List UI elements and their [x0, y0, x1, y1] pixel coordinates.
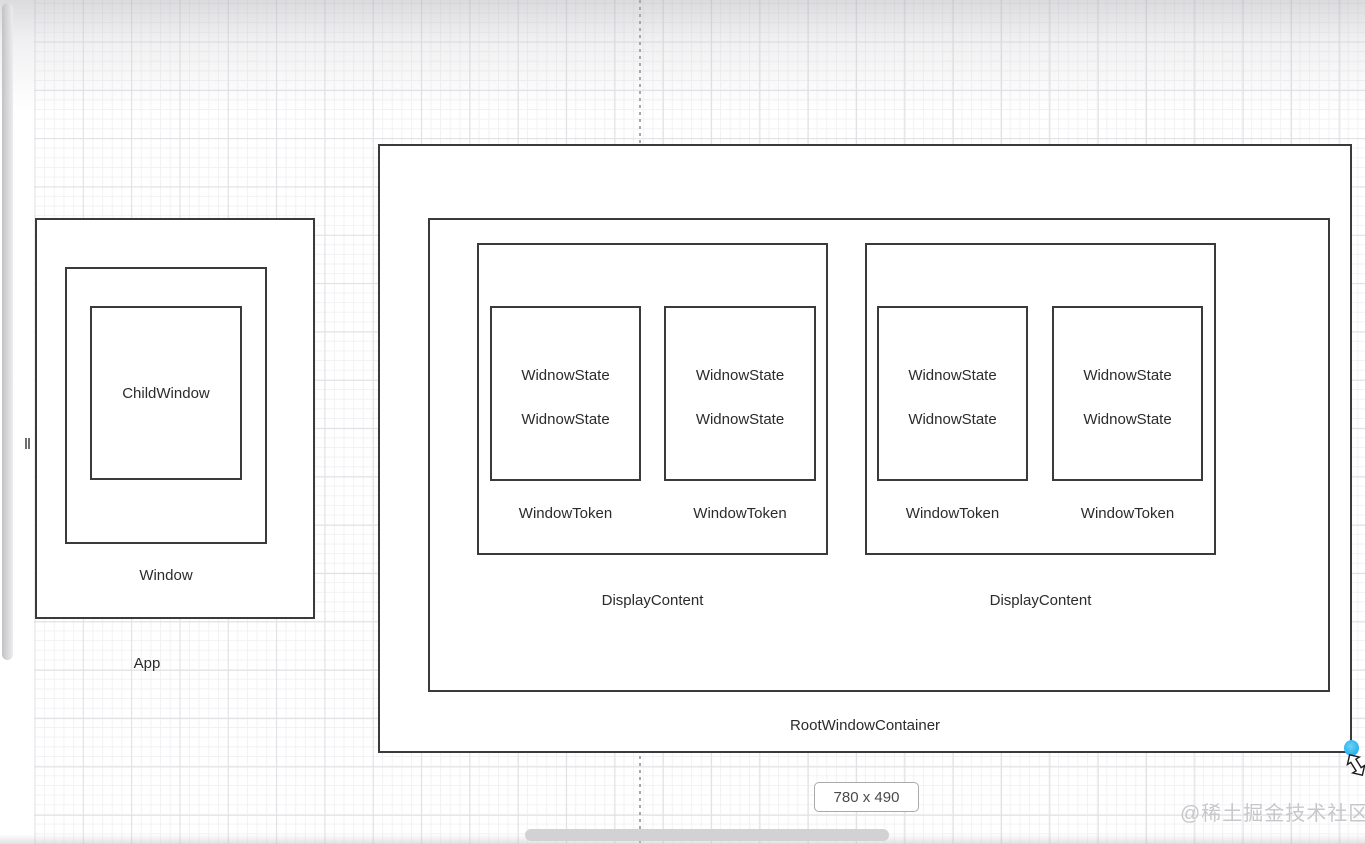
- window-token-box-2[interactable]: WidnowState WidnowState: [664, 306, 816, 481]
- watermark-text: @稀土掘金技术社区: [1180, 803, 1365, 825]
- app-label: App: [133, 655, 161, 672]
- resize-cursor-icon: [1342, 749, 1365, 788]
- display-content-label-1: DisplayContent: [601, 592, 704, 609]
- window-label: Window: [139, 567, 193, 584]
- window-token-box-4[interactable]: WidnowState WidnowState: [1052, 306, 1203, 481]
- root-window-container-label: RootWindowContainer: [789, 717, 941, 734]
- size-badge: 780 x 490: [814, 782, 919, 812]
- panel-collapse-handle-icon[interactable]: [25, 438, 30, 449]
- childwindow-label: ChildWindow: [122, 384, 210, 402]
- window-state-text: WidnowState: [521, 366, 610, 384]
- window-state-text: WidnowState: [695, 410, 785, 428]
- window-token-label-3: WindowToken: [905, 505, 1000, 522]
- window-state-text: WidnowState: [908, 366, 997, 384]
- display-content-label-2: DisplayContent: [989, 592, 1092, 609]
- window-state-text: WidnowState: [908, 410, 997, 428]
- window-token-box-3[interactable]: WidnowState WidnowState: [877, 306, 1028, 481]
- window-state-text: WidnowState: [1083, 366, 1172, 384]
- window-state-text: WidnowState: [521, 410, 610, 428]
- window-state-text: WidnowState: [1083, 410, 1172, 428]
- resize-handle-icon[interactable]: [1344, 740, 1359, 756]
- window-token-label-2: WindowToken: [693, 505, 787, 522]
- childwindow-box[interactable]: ChildWindow: [90, 306, 242, 480]
- window-token-box-1[interactable]: WidnowState WidnowState: [490, 306, 641, 481]
- window-state-text: WidnowState: [695, 366, 785, 384]
- vertical-scrollbar[interactable]: [2, 3, 13, 660]
- window-token-label-1: WindowToken: [518, 505, 613, 522]
- window-token-label-4: WindowToken: [1080, 505, 1175, 522]
- size-badge-text: 780 x 490: [833, 788, 900, 806]
- horizontal-scrollbar[interactable]: [525, 829, 889, 841]
